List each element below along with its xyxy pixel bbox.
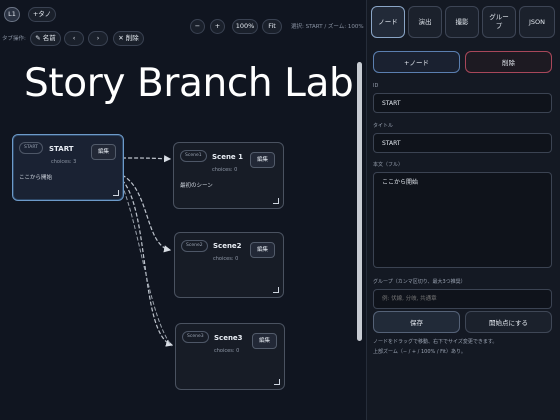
title-field[interactable] [373,133,552,153]
canvas-title: Story Branch Lab [24,61,354,106]
move-tab-right-button[interactable]: › [88,31,108,46]
add-tab-button[interactable]: +タノ [28,7,56,22]
zoom-in-button[interactable]: + [210,19,225,34]
id-field[interactable] [373,93,552,113]
body-textarea[interactable]: ここから開始 [373,172,552,268]
resize-handle[interactable] [274,379,280,385]
node-badge: START [19,142,43,154]
node-title: START [49,145,74,153]
tab-camera[interactable]: 撮影 [445,6,479,38]
delete-node-button[interactable]: 削除 [465,51,552,73]
tab-group[interactable]: グループ [482,6,516,38]
resize-handle[interactable] [273,198,279,204]
node-start[interactable]: START START choices: 3 ここから開始 編集 [12,134,124,201]
hint-zoom: 上部ズーム（− / + / 100% / Fit）あり。 [373,349,466,355]
zoom-reset-button[interactable]: 100% [232,19,258,34]
zoom-out-button[interactable]: − [190,19,205,34]
title-label: タイトル [373,123,394,129]
node-badge: Scene2 [181,240,208,252]
set-start-button[interactable]: 開始点にする [465,311,552,333]
rename-tab-button[interactable]: ✎ 名前 [30,31,61,46]
edge-start-scene3-b [121,184,173,347]
edges-layer [121,155,174,347]
node-body: ここから開始 [19,175,53,181]
node-badge: Scene1 [180,150,207,162]
body-label: 本文（フル） [373,162,404,168]
node-edit-button[interactable]: 編集 [250,242,275,258]
node-body: 最初のシーン [180,183,213,189]
add-node-button[interactable]: +ノード [373,51,460,73]
edge-start-scene1 [121,155,172,163]
node-choices: choices: 0 [213,256,239,262]
id-label: ID [373,83,379,89]
tab-json[interactable]: JSON [519,6,555,38]
node-choices: choices: 0 [214,348,240,354]
node-edit-button[interactable]: 編集 [91,144,116,160]
edge-start-scene2 [121,174,172,253]
canvas-scrollbar[interactable] [357,62,362,341]
tab-ops-label: タブ操作: [2,36,26,42]
group-label: グループ（カンマ区切り、最大3つ推奨） [373,279,466,285]
tab-effects[interactable]: 演出 [408,6,442,38]
node-choices: choices: 3 [51,159,77,165]
hint-drag: ノードをドラッグで移動、右下でサイズ変更できます。 [373,339,498,345]
move-tab-left-button[interactable]: ‹ [64,31,84,46]
node-badge: Scene3 [182,331,209,343]
layer-l1-button[interactable]: L1 [4,7,20,22]
node-title: Scene3 [214,334,243,342]
story-canvas[interactable]: L1 +タノ タブ操作: ✎ 名前 ‹ › ✕ 削除 − + 100% Fit … [0,0,366,420]
node-edit-button[interactable]: 編集 [250,152,275,168]
node-scene1[interactable]: Scene1 Scene 1 choices: 0 最初のシーン 編集 [173,142,284,209]
node-title: Scene 1 [212,153,243,161]
delete-tab-button[interactable]: ✕ 削除 [113,31,144,46]
fit-button[interactable]: Fit [262,19,282,34]
edge-start-scene3 [121,179,174,347]
node-title: Scene2 [213,242,242,250]
node-scene3[interactable]: Scene3 Scene3 choices: 0 編集 [175,323,285,390]
inspector-panel: ノード 演出 撮影 グループ JSON +ノード 削除 ID タイトル 本文（フ… [366,0,560,420]
group-field[interactable] [373,289,552,309]
tab-node[interactable]: ノード [371,6,405,38]
node-scene2[interactable]: Scene2 Scene2 choices: 0 編集 [174,232,284,298]
node-choices: choices: 0 [212,167,238,173]
resize-handle[interactable] [273,287,279,293]
status-text: 選択: START / ズーム: 100% [291,24,364,30]
node-edit-button[interactable]: 編集 [252,333,277,349]
save-button[interactable]: 保存 [373,311,460,333]
resize-handle[interactable] [113,190,119,196]
